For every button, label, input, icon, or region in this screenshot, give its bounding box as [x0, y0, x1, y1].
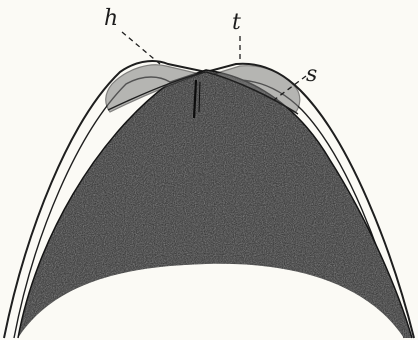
label-s: s — [306, 64, 317, 86]
label-h: h — [104, 8, 118, 30]
leader-h — [122, 32, 160, 64]
label-t: t — [232, 12, 241, 34]
